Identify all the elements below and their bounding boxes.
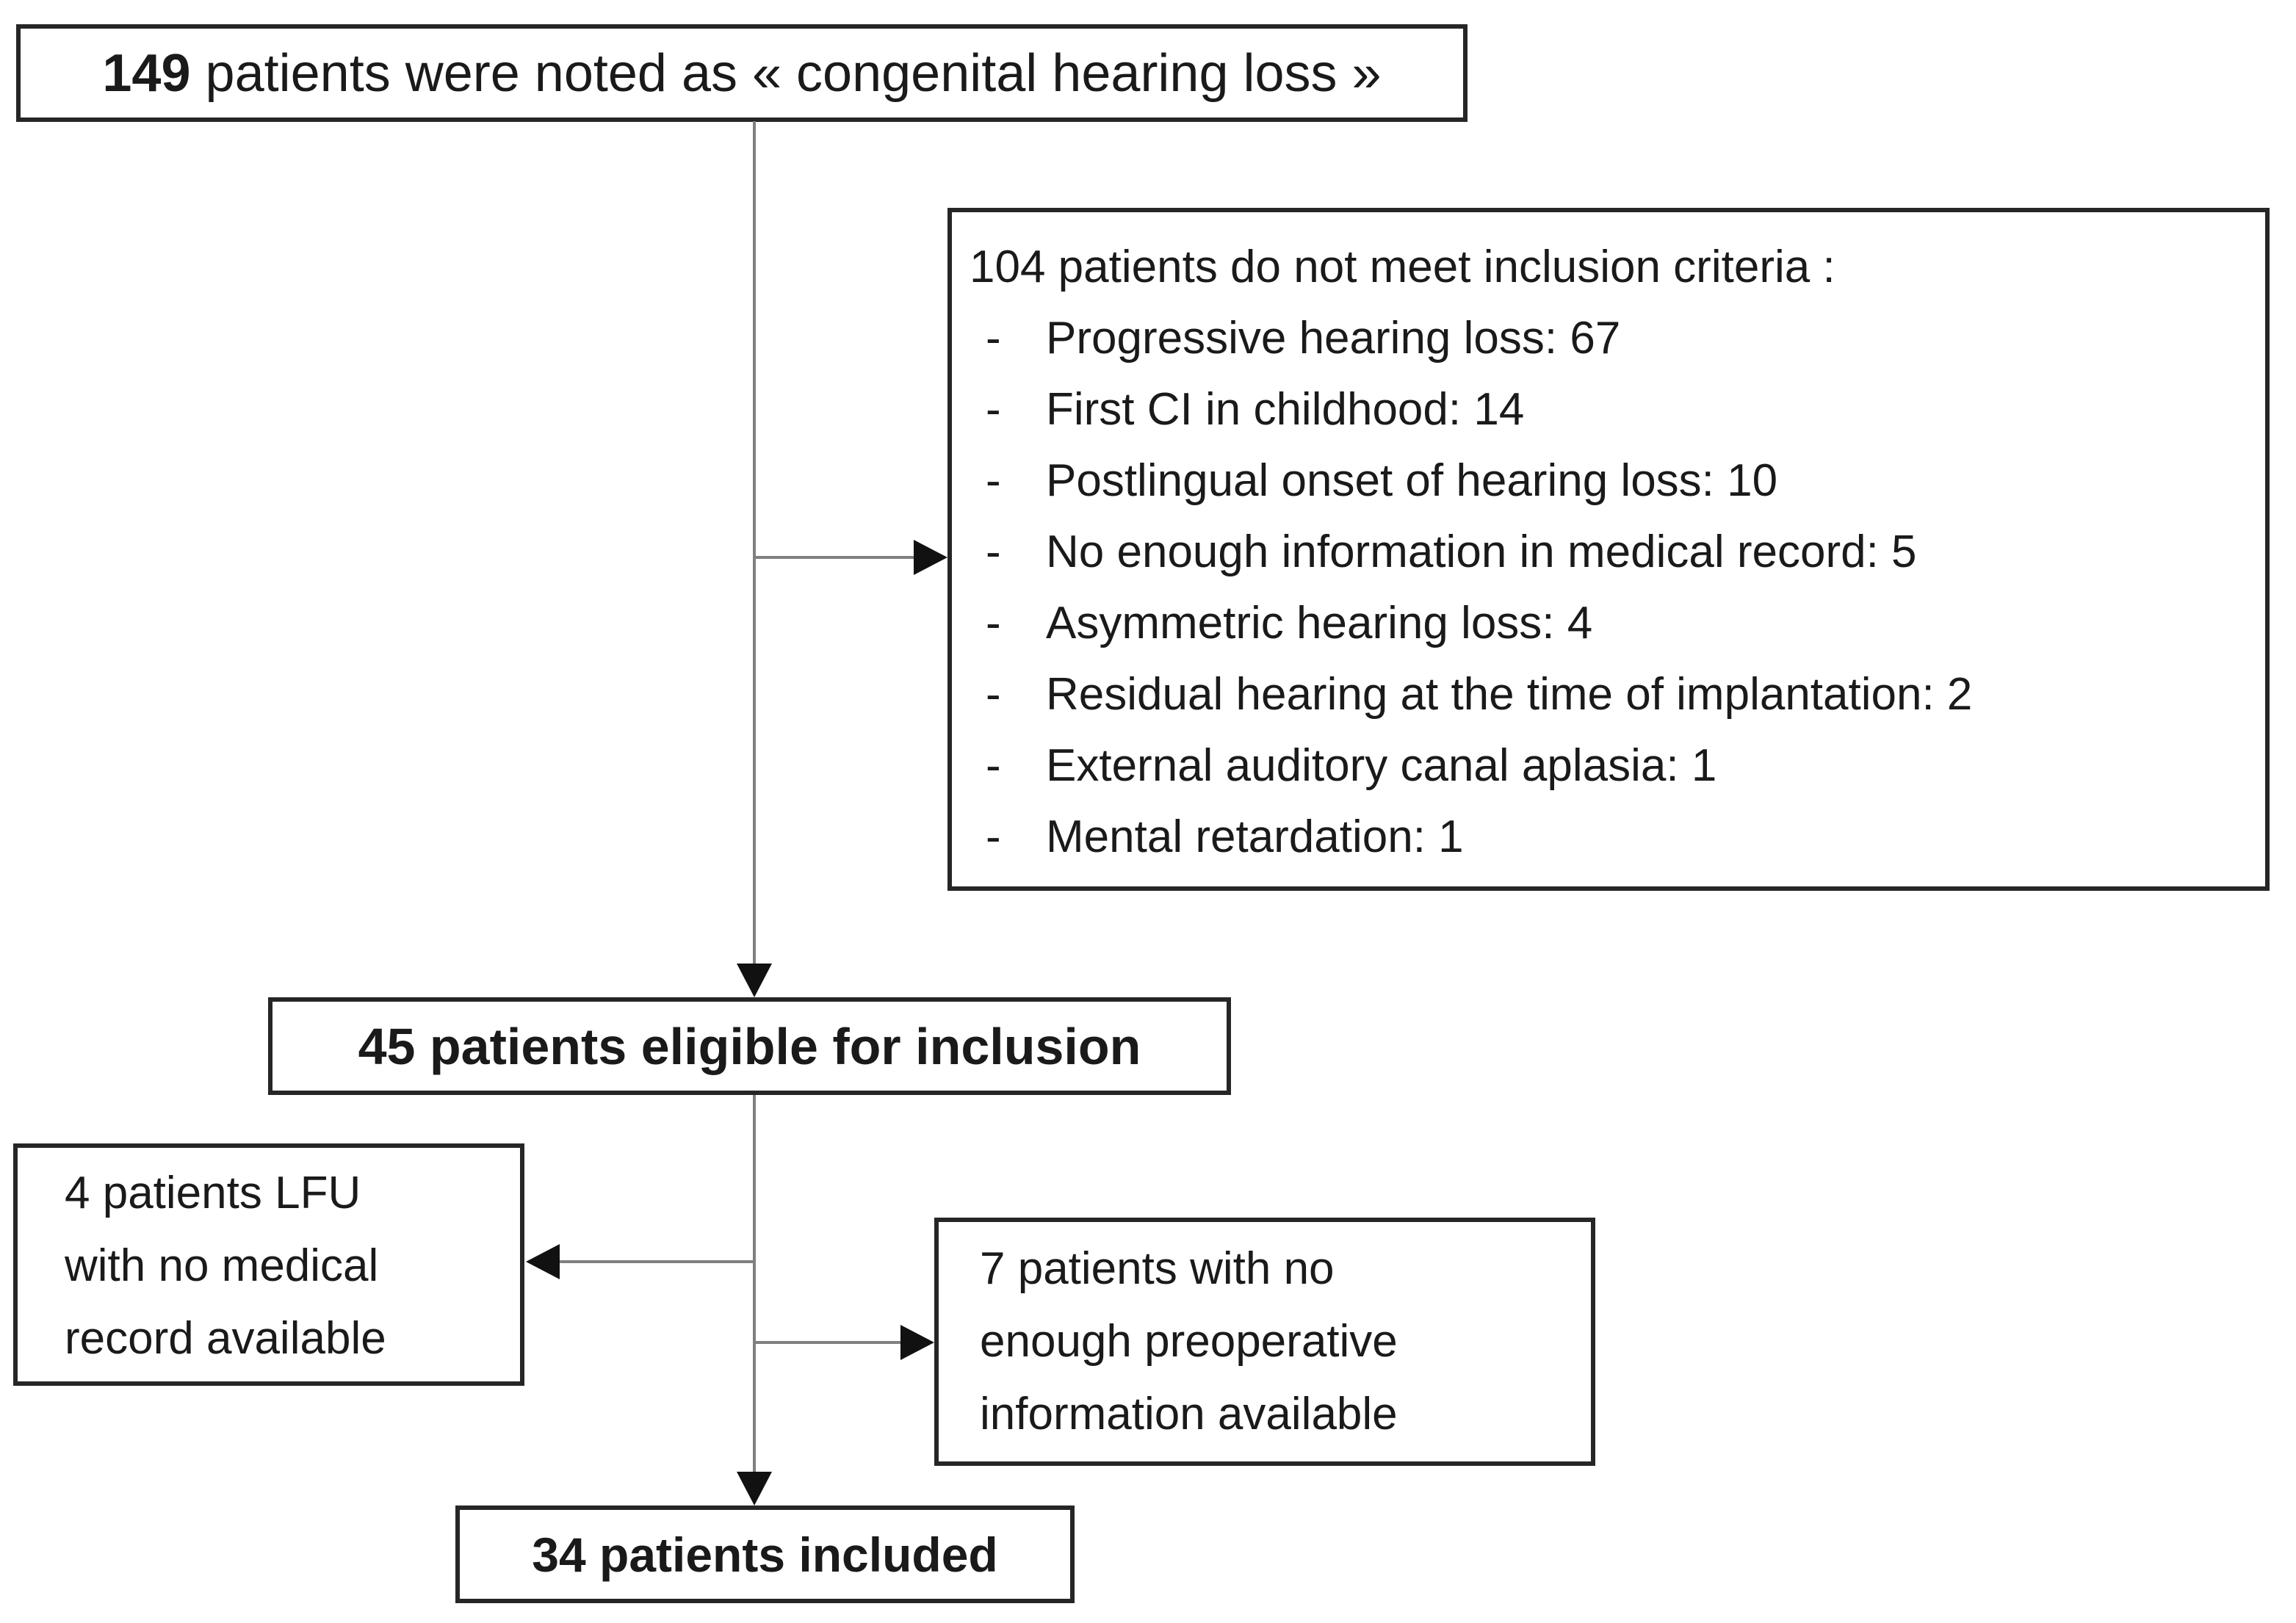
lfu-line: record available xyxy=(65,1313,386,1364)
arrowhead-down-included-icon xyxy=(737,1472,772,1505)
exclusion-item: - Asymmetric hearing loss: 4 xyxy=(964,588,2250,659)
included-text: 34 patients included xyxy=(532,1527,998,1582)
preop-line: 7 patients with no xyxy=(980,1243,1335,1294)
exclusion-item-text: Mental retardation: 1 xyxy=(1046,812,1464,862)
bullet-dash: - xyxy=(986,812,1001,862)
lfu-line: with no medical xyxy=(65,1240,379,1291)
connector-branch-lfu xyxy=(558,1260,754,1263)
box-exclusion-criteria: 104 patients do not meet inclusion crite… xyxy=(947,208,2270,891)
initial-text: patients were noted as « congenital hear… xyxy=(190,43,1382,103)
box-insufficient-preop-info: 7 patients with no enough preoperative i… xyxy=(934,1218,1595,1466)
box-eligible-patients: 45 patients eligible for inclusion xyxy=(268,997,1231,1095)
connector-vertical-top xyxy=(753,121,756,966)
bullet-dash: - xyxy=(986,527,1001,577)
exclusion-item: - Residual hearing at the time of implan… xyxy=(964,659,2250,730)
exclusion-item-text: Postlingual onset of hearing loss: 10 xyxy=(1046,455,1778,506)
bullet-dash: - xyxy=(986,598,1001,648)
exclusion-item: - First CI in childhood: 14 xyxy=(964,374,2250,445)
connector-branch-preop xyxy=(754,1341,903,1344)
eligible-text: 45 patients eligible for inclusion xyxy=(358,1017,1141,1075)
box-initial-patients: 149 patients were noted as « congenital … xyxy=(16,24,1468,122)
exclusion-title: 104 patients do not meet inclusion crite… xyxy=(970,242,1835,292)
exclusion-item: - Postlingual onset of hearing loss: 10 xyxy=(964,445,2250,516)
exclusion-item-text: External auditory canal aplasia: 1 xyxy=(1046,740,1717,791)
arrowhead-down-eligible-icon xyxy=(737,964,772,997)
connector-branch-exclusion xyxy=(754,556,916,559)
exclusion-item-text: Asymmetric hearing loss: 4 xyxy=(1046,598,1593,648)
box-lost-follow-up: 4 patients LFU with no medical record av… xyxy=(13,1143,524,1386)
exclusion-item: - Progressive hearing loss: 67 xyxy=(964,303,2250,374)
exclusion-item-text: Residual hearing at the time of implanta… xyxy=(1046,669,1973,720)
connector-vertical-bottom xyxy=(753,1095,756,1474)
bullet-dash: - xyxy=(986,384,1001,435)
exclusion-item: - No enough information in medical recor… xyxy=(964,516,2250,588)
box-included-patients: 34 patients included xyxy=(455,1505,1075,1603)
preop-line: enough preoperative xyxy=(980,1316,1398,1367)
initial-count: 149 xyxy=(102,43,191,103)
exclusion-item: - External auditory canal aplasia: 1 xyxy=(964,730,2250,801)
arrowhead-right-exclusion-icon xyxy=(914,540,947,575)
exclusion-item: - Mental retardation: 1 xyxy=(964,801,2250,872)
bullet-dash: - xyxy=(986,313,1001,364)
bullet-dash: - xyxy=(986,455,1001,506)
arrowhead-left-lfu-icon xyxy=(526,1244,560,1279)
bullet-dash: - xyxy=(986,669,1001,720)
bullet-dash: - xyxy=(986,740,1001,791)
lfu-line: 4 patients LFU xyxy=(65,1168,361,1218)
exclusion-item-text: First CI in childhood: 14 xyxy=(1046,384,1525,435)
exclusion-item-text: No enough information in medical record:… xyxy=(1046,527,1917,577)
exclusion-item-text: Progressive hearing loss: 67 xyxy=(1046,313,1621,364)
preop-line: information available xyxy=(980,1389,1398,1439)
arrowhead-right-preop-icon xyxy=(900,1325,934,1360)
